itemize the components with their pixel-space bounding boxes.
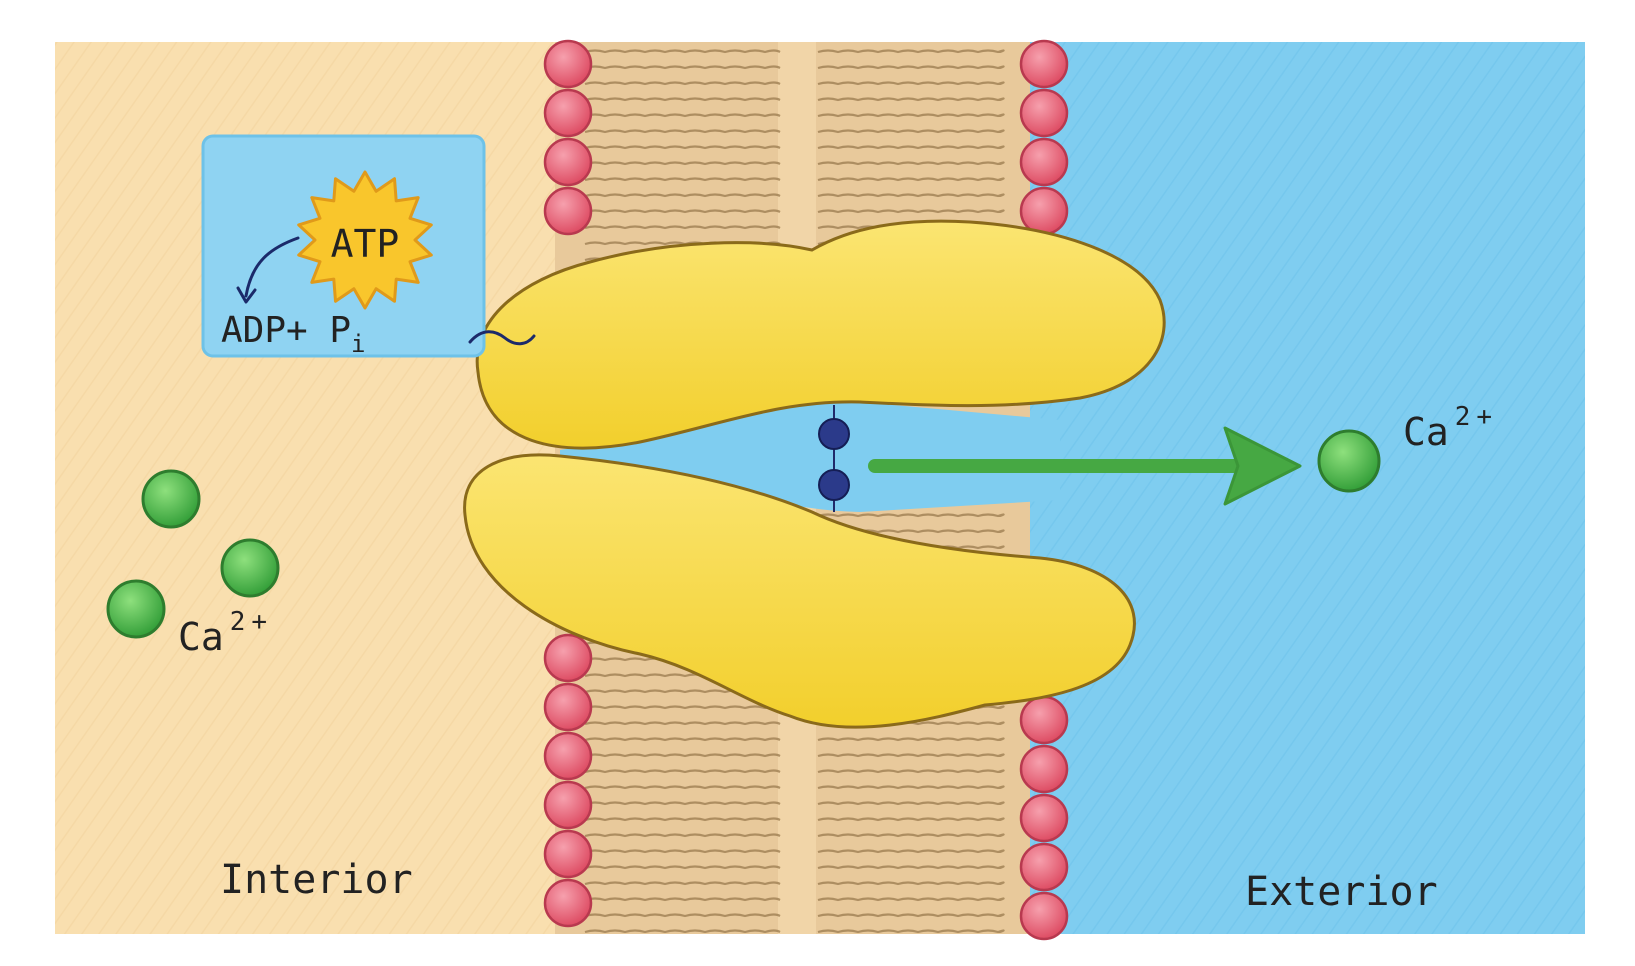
lipid-tail (584, 817, 781, 822)
lipid-head (1019, 842, 1069, 892)
lipid-head (543, 39, 593, 89)
lipid-tail (817, 97, 1005, 102)
lipid-head (1019, 186, 1069, 236)
lipid-tail (817, 929, 1005, 934)
lipid-tail (584, 129, 781, 134)
lipid-tail (817, 833, 1005, 838)
lipid-tail (584, 721, 781, 726)
lipid-heads (543, 39, 1069, 941)
lipid-tail (584, 913, 781, 918)
lipid-tail (817, 177, 1005, 182)
lipid-tail (817, 817, 1005, 822)
lipid-tail (817, 65, 1005, 70)
lipid-tail (817, 849, 1005, 854)
lipid-head (1019, 39, 1069, 89)
lipid-tail (817, 753, 1005, 758)
lipid-tail (584, 177, 781, 182)
lipid-head (543, 878, 593, 928)
lipid-tail (817, 81, 1005, 86)
lipid-tail (584, 65, 781, 70)
lipid-tail (584, 801, 781, 806)
lipid-tail (817, 129, 1005, 134)
atp-label: ATP (331, 222, 400, 266)
lipid-tail (817, 785, 1005, 790)
pump-lower-subunit (463, 453, 1136, 729)
atp-starburst-icon (297, 170, 433, 310)
lipid-tail (817, 161, 1005, 166)
lipid-tail (584, 81, 781, 86)
adp-pi-label: ADP+ Pi (221, 310, 366, 358)
lipid-head (1019, 137, 1069, 187)
exterior-texture (1030, 42, 1585, 934)
lipid-tail (817, 145, 1005, 150)
lipid-tail (584, 785, 781, 790)
lipid-head (543, 682, 593, 732)
lipid-tail (817, 865, 1005, 870)
lipid-head (543, 780, 593, 830)
lipid-tail (817, 209, 1005, 214)
lipid-tail (584, 753, 781, 758)
lipid-head (543, 186, 593, 236)
lipid-tail (584, 881, 781, 886)
lipid-tail (584, 705, 781, 710)
lipid-tail (584, 865, 781, 870)
lipid-head (1019, 695, 1069, 745)
gate-residue-lower (818, 469, 850, 501)
lipid-head (1019, 88, 1069, 138)
lipid-tail (584, 49, 781, 54)
interior-ion-cluster (106, 469, 280, 639)
lipid-tail (584, 161, 781, 166)
lipid-tail (584, 113, 781, 118)
gate-residue-upper (818, 418, 850, 450)
lipid-tail (817, 801, 1005, 806)
interior-label: Interior (220, 857, 413, 903)
lipid-head (1019, 793, 1069, 843)
lipid-tail (817, 193, 1005, 198)
transport-arrow (868, 426, 1302, 506)
phosphate-link (468, 330, 536, 346)
lipid-tail (584, 209, 781, 214)
lipid-tail (817, 913, 1005, 918)
lipid-head (543, 731, 593, 781)
lipid-tail (584, 929, 781, 934)
lipid-tail (817, 881, 1005, 886)
lipid-tail (584, 97, 781, 102)
hydrolysis-arrowhead (236, 286, 257, 304)
lipid-head (1019, 744, 1069, 794)
lipid-tail (584, 737, 781, 742)
lipid-tail (817, 49, 1005, 54)
exterior-calcium-ion (1317, 429, 1381, 493)
pump-upper-subunit (475, 219, 1166, 450)
lipid-tail (817, 113, 1005, 118)
lipid-head (543, 829, 593, 879)
exterior-label: Exterior (1245, 869, 1438, 915)
lipid-tail (817, 737, 1005, 742)
calcium-ion (220, 538, 280, 598)
lipid-tail (817, 513, 1005, 518)
calcium-ion (106, 579, 166, 639)
hydrolysis-arrow (244, 236, 300, 298)
calcium-ion (141, 469, 201, 529)
lipid-tail (584, 833, 781, 838)
lipid-tail (817, 897, 1005, 902)
lipid-tail (584, 897, 781, 902)
lipid-head (543, 88, 593, 138)
lipid-tail (584, 193, 781, 198)
lipid-tail (584, 769, 781, 774)
lipid-head (543, 137, 593, 187)
lipid-tail (584, 225, 781, 230)
lipid-head (543, 633, 593, 683)
lipid-tail (817, 769, 1005, 774)
lipid-head (1019, 891, 1069, 941)
lipid-tail (584, 849, 781, 854)
lipid-tail (584, 145, 781, 150)
